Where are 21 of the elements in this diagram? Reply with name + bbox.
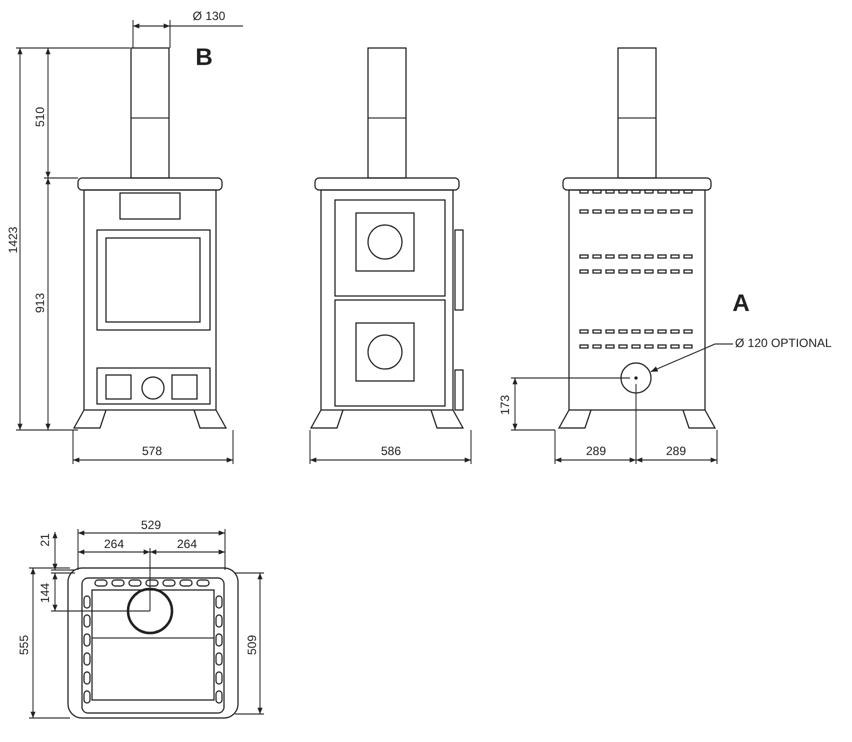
dimension-value: 21	[39, 533, 51, 547]
flue-hole	[620, 362, 652, 394]
dimension-value: 264	[176, 538, 198, 550]
dimension-value: 578	[142, 445, 162, 457]
dimension-value: 1423	[7, 226, 19, 254]
dimension-value: 510	[34, 106, 46, 128]
dimension-value: 173	[499, 394, 511, 416]
dimension-value: 529	[140, 519, 162, 531]
dimension-value: 144	[39, 582, 51, 604]
dimension-value: 289	[666, 445, 686, 457]
callout-text: Ø 120 OPTIONAL	[735, 337, 832, 349]
dimension-value: Ø 130	[192, 10, 226, 22]
view-letter: B	[195, 46, 213, 70]
dimension-value: 586	[380, 445, 402, 457]
dimension-value: 289	[586, 445, 606, 457]
view-letter: A	[732, 292, 750, 316]
dimension-value: 913	[34, 292, 46, 314]
leader-line	[650, 344, 734, 372]
dimension-value: 264	[104, 538, 124, 550]
dimension-value: 509	[246, 634, 258, 656]
dimension-value: 555	[18, 634, 30, 656]
